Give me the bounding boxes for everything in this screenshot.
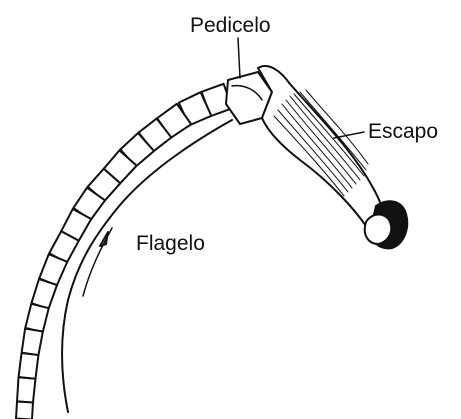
flagellomere	[25, 304, 48, 332]
flagellomere	[17, 377, 35, 402]
flagellomere	[16, 402, 33, 419]
pedicel-label: Pedicelo	[190, 14, 271, 37]
flagellum-notch	[100, 232, 108, 246]
scape-leader	[334, 132, 364, 138]
flagellum-label: Flagelo	[136, 232, 205, 255]
scape-condyle	[365, 215, 392, 245]
pedicel-leader	[238, 38, 240, 78]
scape-label: Escapo	[368, 120, 438, 143]
scape-shape	[258, 66, 384, 232]
flagellomere	[19, 353, 39, 379]
flagellomere	[22, 329, 43, 356]
flagellum-sheath	[62, 120, 232, 412]
